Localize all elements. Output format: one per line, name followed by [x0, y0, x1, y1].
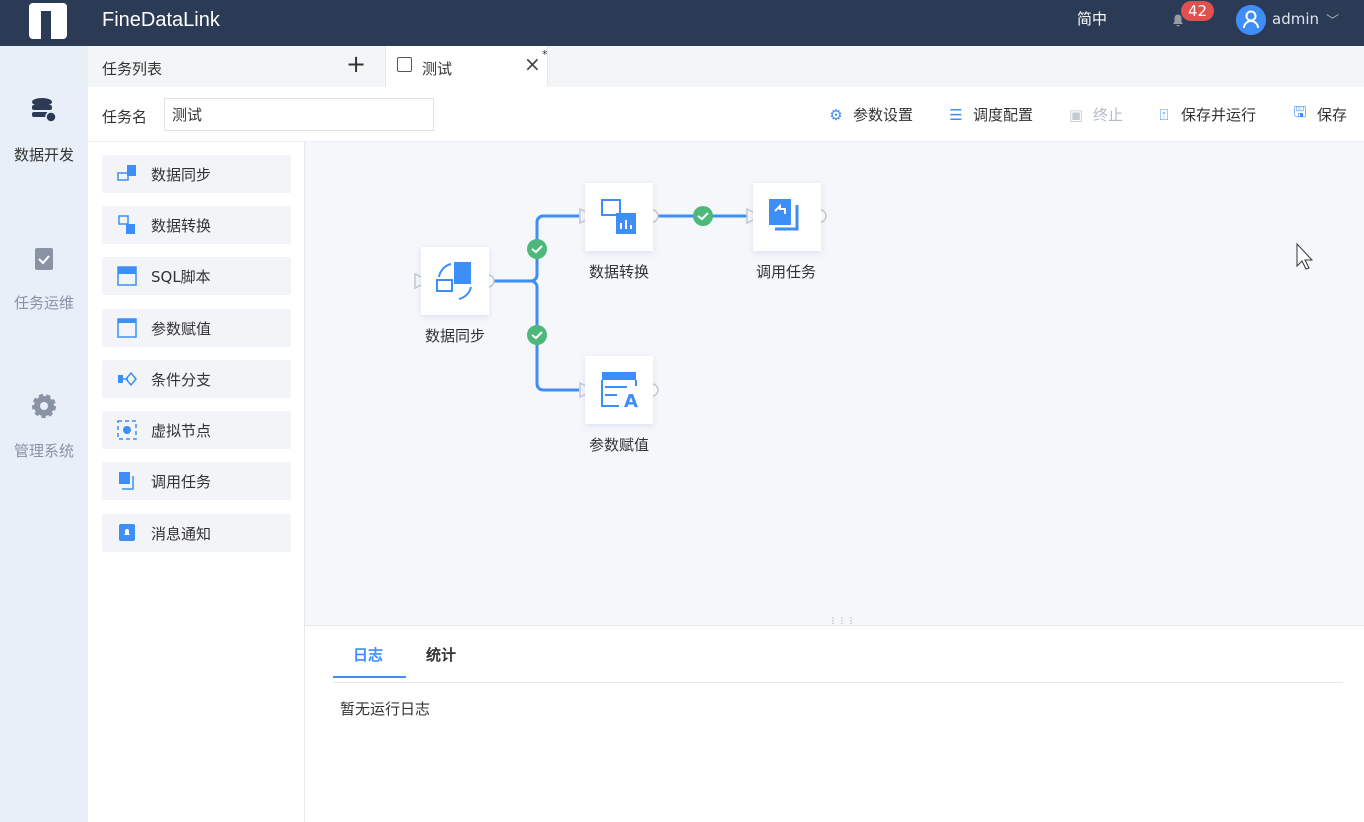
username[interactable]: admin [1272, 10, 1319, 28]
palette-label: 消息通知 [151, 524, 212, 543]
empty-log-text: 暂无运行日志 [340, 700, 431, 718]
palette-label: SQL脚本 [151, 267, 211, 286]
notify-icon [119, 524, 135, 541]
tab-label: 测试 [422, 60, 453, 78]
palette-item-virtual-node[interactable]: 虚拟节点 [102, 411, 291, 449]
palette-item-call-task[interactable]: 调用任务 [102, 462, 291, 500]
palette-label: 虚拟节点 [151, 421, 212, 440]
close-icon[interactable]: × [524, 52, 541, 76]
tab-test[interactable]: 测试 × * [385, 46, 548, 87]
palette-item-data-transform[interactable]: 数据转换 [102, 206, 291, 244]
button-label: 终止 [1093, 106, 1124, 124]
rail-label: 任务运维 [13, 294, 74, 312]
save-run-icon: ⍐ [1159, 105, 1169, 124]
palette-label: 条件分支 [151, 370, 212, 389]
node-label: 调用任务 [755, 263, 816, 281]
rail-item-task-ops[interactable]: 任务运维 [0, 244, 88, 313]
tab-bar: 任务列表 + 测试 × * [88, 46, 1364, 87]
gear-icon [32, 394, 56, 418]
palette-label: 数据同步 [151, 165, 212, 184]
rail-label: 管理系统 [13, 442, 74, 460]
active-tab-indicator [333, 676, 406, 678]
data-transform-icon [118, 215, 135, 234]
app-logo[interactable] [29, 3, 67, 39]
data-transform-icon [601, 199, 636, 234]
rail-item-admin[interactable]: 管理系统 [0, 392, 88, 461]
language-switch[interactable]: 简中 [1077, 10, 1108, 28]
add-tab-button[interactable]: + [346, 50, 367, 78]
branch-icon [118, 371, 137, 387]
palette-item-param-assign[interactable]: 参数赋值 [102, 309, 291, 347]
schedule-config-button[interactable]: ☰ 调度配置 [947, 104, 1033, 125]
notification-badge[interactable]: 42 [1181, 1, 1215, 21]
data-sync-icon [436, 262, 472, 300]
palette-item-data-sync[interactable]: 数据同步 [102, 155, 291, 193]
unsaved-marker: * [542, 48, 548, 61]
log-panel: ⋮⋮⋮ 日志 统计 暂无运行日志 [305, 616, 1364, 822]
node-label: 数据转换 [588, 263, 649, 281]
divider [333, 682, 1343, 683]
palette-item-sql-script[interactable]: SQL脚本 [102, 257, 291, 295]
tab-task-list[interactable]: 任务列表 [102, 60, 163, 78]
param-assign-icon [117, 318, 137, 338]
node-data-transform[interactable] [585, 183, 653, 251]
palette-item-message-notify[interactable]: 消息通知 [102, 514, 291, 552]
tab-stats[interactable]: 统计 [426, 646, 457, 664]
task-name-input[interactable] [164, 98, 434, 131]
node-param-assign[interactable]: A [585, 356, 653, 424]
sql-icon [117, 266, 137, 286]
app-title: FineDataLink [102, 9, 220, 31]
success-check-icon [693, 206, 713, 226]
database-icon [32, 98, 57, 123]
param-assign-icon: A [601, 372, 638, 412]
button-label: 参数设置 [853, 106, 914, 124]
left-rail: 数据开发 任务运维 管理系统 [0, 46, 88, 822]
save-button[interactable]: 🖫 保存 [1291, 103, 1348, 125]
stop-button[interactable]: ▣ 终止 [1067, 104, 1123, 125]
toolbar: 任务名 ⚙ 参数设置 ☰ 调度配置 ▣ 终止 ⍐ 保存并运行 🖫 保存 [88, 87, 1364, 142]
palette-label: 数据转换 [151, 216, 212, 235]
resize-handle[interactable]: ⋮⋮⋮ [829, 616, 856, 625]
task-name-label: 任务名 [102, 108, 148, 126]
chevron-down-icon[interactable]: ﹀ [1326, 14, 1340, 29]
rail-item-data-dev[interactable]: 数据开发 [0, 96, 88, 165]
gear-icon: ⚙ [829, 105, 843, 124]
clipboard-check-icon [35, 248, 53, 270]
button-label: 保存 [1317, 106, 1348, 124]
button-label: 保存并运行 [1181, 106, 1257, 124]
tab-log[interactable]: 日志 [353, 646, 384, 664]
call-task-icon [119, 472, 134, 490]
palette-label: 调用任务 [151, 472, 212, 491]
success-check-icon [527, 325, 547, 345]
param-settings-button[interactable]: ⚙ 参数设置 [827, 104, 913, 125]
node-call-task[interactable] [753, 183, 821, 251]
stop-icon: ▣ [1068, 105, 1084, 124]
node-data-sync[interactable] [421, 247, 489, 315]
sliders-icon: ☰ [949, 105, 963, 124]
save-and-run-button[interactable]: ⍐ 保存并运行 [1155, 104, 1256, 125]
data-sync-icon [117, 165, 136, 181]
node-palette: 数据同步 数据转换 SQL脚本 参数赋值 条件分支 虚拟节点 调用任务 消息通知 [88, 142, 305, 822]
palette-label: 参数赋值 [151, 319, 212, 338]
top-header: FineDataLink 简中 42 admin ﹀ [0, 0, 1364, 46]
avatar[interactable] [1236, 5, 1266, 35]
palette-item-condition-branch[interactable]: 条件分支 [102, 360, 291, 398]
node-label: 参数赋值 [588, 436, 649, 454]
save-icon: 🖫 [1293, 103, 1307, 121]
task-file-icon [397, 57, 412, 72]
bell-icon[interactable] [1170, 12, 1186, 28]
success-check-icon [527, 239, 547, 259]
mouse-cursor-icon [1296, 242, 1314, 270]
node-label: 数据同步 [424, 327, 485, 345]
virtual-node-icon [117, 420, 137, 440]
svg-text:A: A [624, 391, 638, 412]
button-label: 调度配置 [973, 106, 1034, 124]
rail-label: 数据开发 [13, 146, 74, 164]
workflow-canvas[interactable]: 数据同步 数据转换 调用任务 A 参数赋值 [305, 142, 1364, 625]
call-task-icon [769, 199, 799, 231]
edges [414, 206, 1314, 399]
